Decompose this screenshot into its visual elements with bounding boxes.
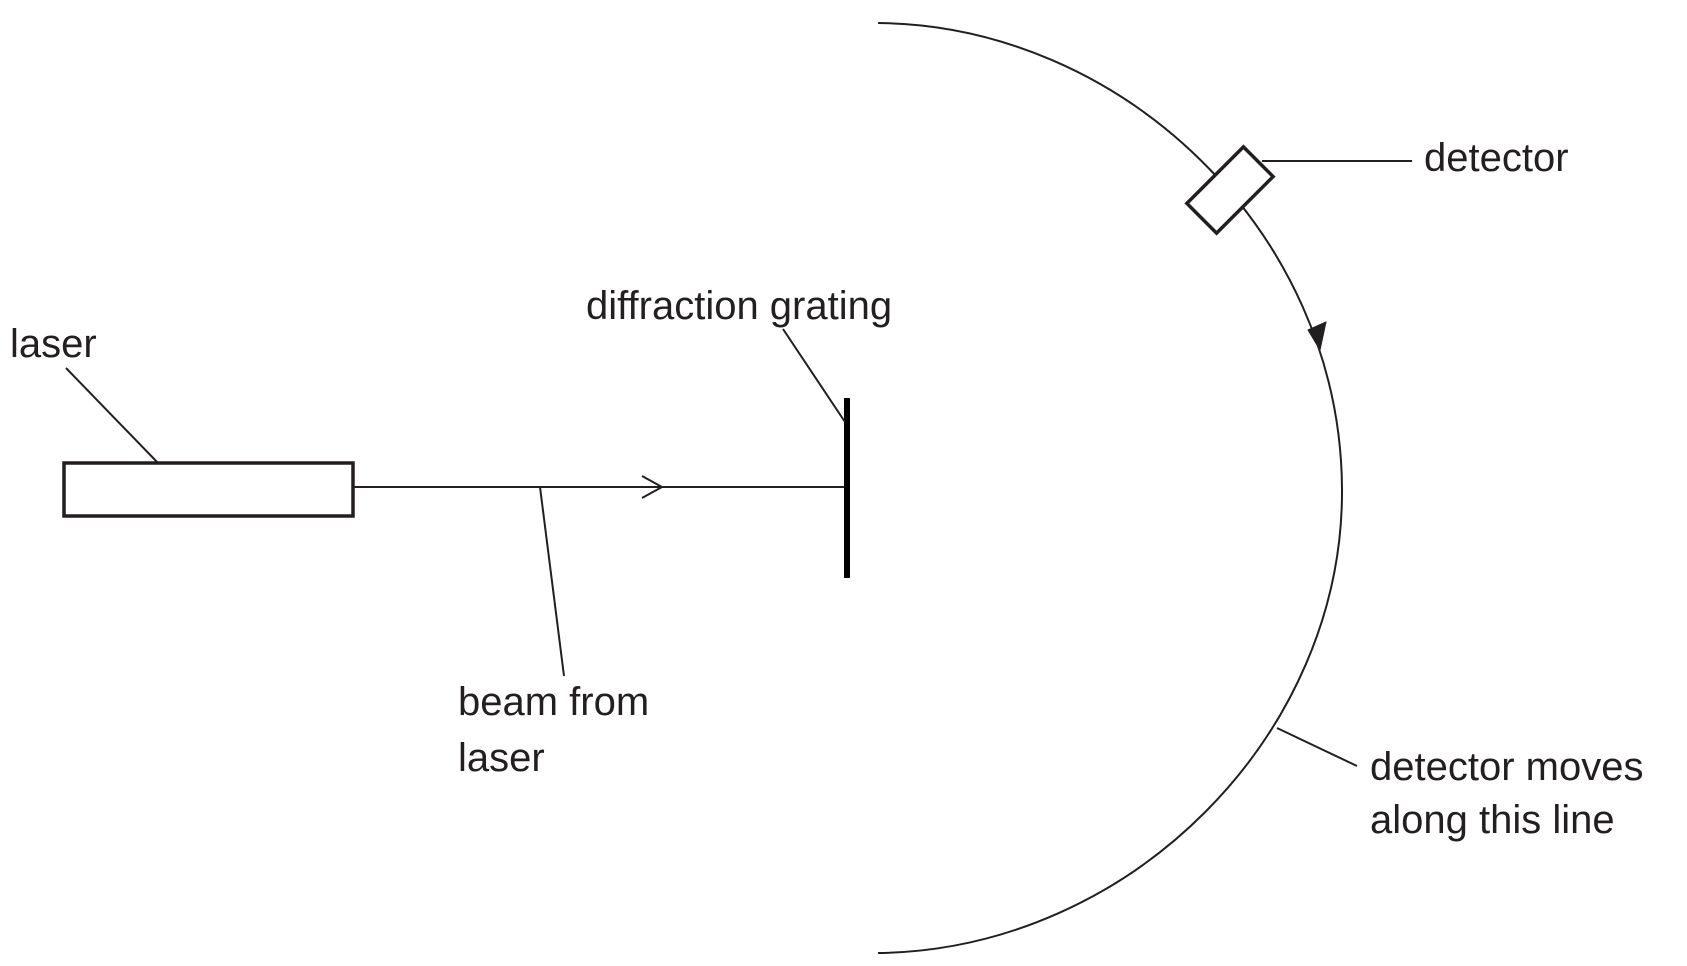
beam-label-line2: laser xyxy=(458,736,545,780)
laser-label: laser xyxy=(10,322,97,366)
path-leader-line xyxy=(1276,727,1358,767)
detector-path-arc xyxy=(877,22,1344,954)
path-direction-arrowhead xyxy=(1307,321,1327,352)
path-label-line1: detector moves xyxy=(1370,745,1643,789)
detector-label: detector xyxy=(1424,136,1569,180)
grating-leader-line xyxy=(782,328,846,423)
laser-body xyxy=(62,461,355,518)
grating-label: diffraction grating xyxy=(586,284,892,328)
beam-direction-arrowhead xyxy=(641,475,665,499)
laser-leader-line xyxy=(65,367,159,464)
detector-body xyxy=(1184,144,1276,236)
beam-label-line1: beam from xyxy=(458,680,649,724)
path-label-line2: along this line xyxy=(1370,798,1615,842)
beam-leader-line xyxy=(539,486,565,677)
